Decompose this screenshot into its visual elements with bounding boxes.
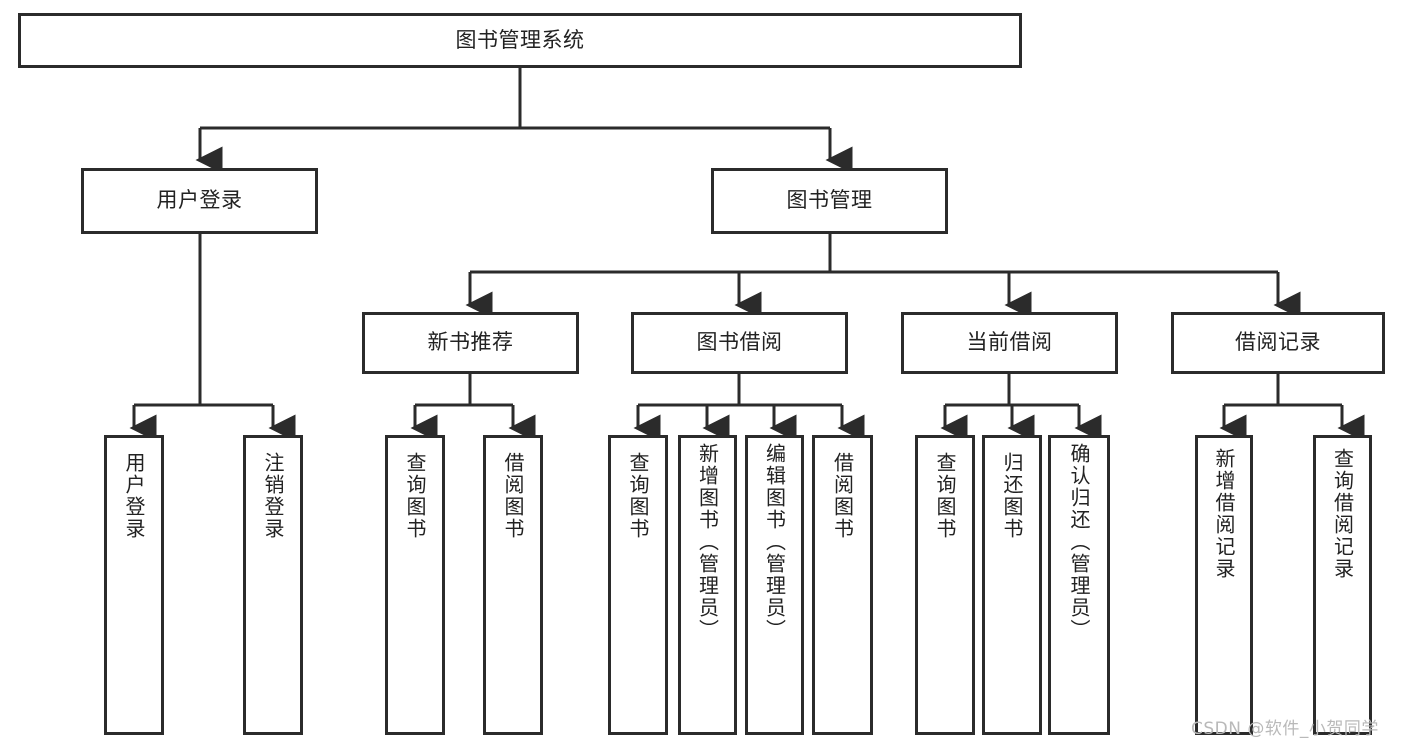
node-label: 归还图书 xyxy=(1000,452,1024,540)
leaf-new-book-recommend-1[interactable]: 借阅图书 xyxy=(483,435,543,735)
node-label: 新书推荐 xyxy=(427,330,514,355)
node-book-management[interactable]: 图书管理 xyxy=(711,168,948,234)
leaf-user-login-0[interactable]: 用户登录 xyxy=(104,435,164,735)
node-label: 借阅记录 xyxy=(1235,330,1321,355)
node-label: 查询图书 xyxy=(933,452,957,540)
node-current-borrow[interactable]: 当前借阅 xyxy=(901,312,1118,374)
leaf-borrow-record-0[interactable]: 新增借阅记录 xyxy=(1195,435,1253,735)
node-label: 当前借阅 xyxy=(966,330,1053,355)
node-label: 用户登录 xyxy=(156,188,243,213)
node-label: 图书管理系统 xyxy=(455,27,585,52)
node-label: 新增借阅记录 xyxy=(1212,448,1236,580)
leaf-book-borrow-3[interactable]: 借阅图书 xyxy=(812,435,873,735)
node-label: 借阅图书 xyxy=(830,452,855,540)
leaf-book-borrow-2[interactable]: 编辑图书（管理员） xyxy=(745,435,804,735)
node-label: 确认归还（管理员） xyxy=(1067,443,1091,641)
node-label: 编辑图书（管理员） xyxy=(762,443,787,641)
node-label: 图书管理 xyxy=(786,188,873,213)
leaf-user-login-1[interactable]: 注销登录 xyxy=(243,435,303,735)
node-root-system[interactable]: 图书管理系统 xyxy=(18,13,1022,68)
leaf-book-borrow-0[interactable]: 查询图书 xyxy=(608,435,668,735)
node-label: 查询图书 xyxy=(626,452,650,540)
node-label: 用户登录 xyxy=(122,452,146,540)
node-label: 图书借阅 xyxy=(696,330,783,355)
node-label: 注销登录 xyxy=(261,452,285,540)
node-label: 查询借阅记录 xyxy=(1330,448,1355,580)
node-label: 借阅图书 xyxy=(501,452,525,540)
node-new-book-recommend[interactable]: 新书推荐 xyxy=(362,312,579,374)
leaf-current-borrow-0[interactable]: 查询图书 xyxy=(915,435,975,735)
leaf-current-borrow-2[interactable]: 确认归还（管理员） xyxy=(1048,435,1110,735)
node-book-borrow[interactable]: 图书借阅 xyxy=(631,312,848,374)
leaf-new-book-recommend-0[interactable]: 查询图书 xyxy=(385,435,445,735)
node-label: 新增图书（管理员） xyxy=(695,443,720,641)
node-label: 查询图书 xyxy=(403,452,427,540)
node-user-login[interactable]: 用户登录 xyxy=(81,168,318,234)
leaf-borrow-record-1[interactable]: 查询借阅记录 xyxy=(1313,435,1372,735)
leaf-current-borrow-1[interactable]: 归还图书 xyxy=(982,435,1042,735)
node-borrow-record[interactable]: 借阅记录 xyxy=(1171,312,1385,374)
csdn-watermark: CSDN @软件_小贺同学 xyxy=(1191,719,1379,739)
leaf-book-borrow-1[interactable]: 新增图书（管理员） xyxy=(678,435,737,735)
